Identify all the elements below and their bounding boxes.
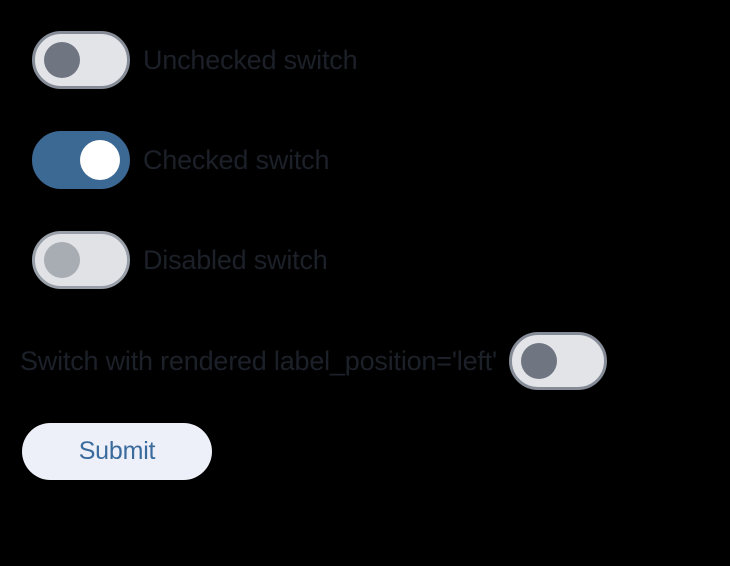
- switch-row-unchecked: Unchecked switch: [32, 31, 358, 89]
- switch-row-label-left: Switch with rendered label_position='lef…: [20, 332, 700, 390]
- switch-row-disabled: Disabled switch: [32, 231, 328, 289]
- checked-switch-label: Checked switch: [143, 144, 330, 175]
- unchecked-switch-label: Unchecked switch: [143, 44, 358, 75]
- switch-knob-icon: [80, 140, 120, 180]
- switch-knob-icon: [44, 242, 80, 278]
- label-left-switch-toggle[interactable]: [508, 332, 607, 390]
- submit-button[interactable]: Submit: [22, 423, 212, 480]
- form-actions: Submit: [22, 423, 212, 480]
- disabled-switch-toggle: [32, 231, 130, 289]
- disabled-switch-label: Disabled switch: [143, 244, 328, 275]
- switch-knob-icon: [520, 343, 557, 379]
- switch-knob-icon: [44, 42, 80, 78]
- switch-row-checked: Checked switch: [32, 131, 329, 189]
- unchecked-switch-toggle[interactable]: [32, 31, 130, 89]
- label-left-switch-label: Switch with rendered label_position='lef…: [20, 345, 497, 376]
- checked-switch-toggle[interactable]: [32, 131, 130, 189]
